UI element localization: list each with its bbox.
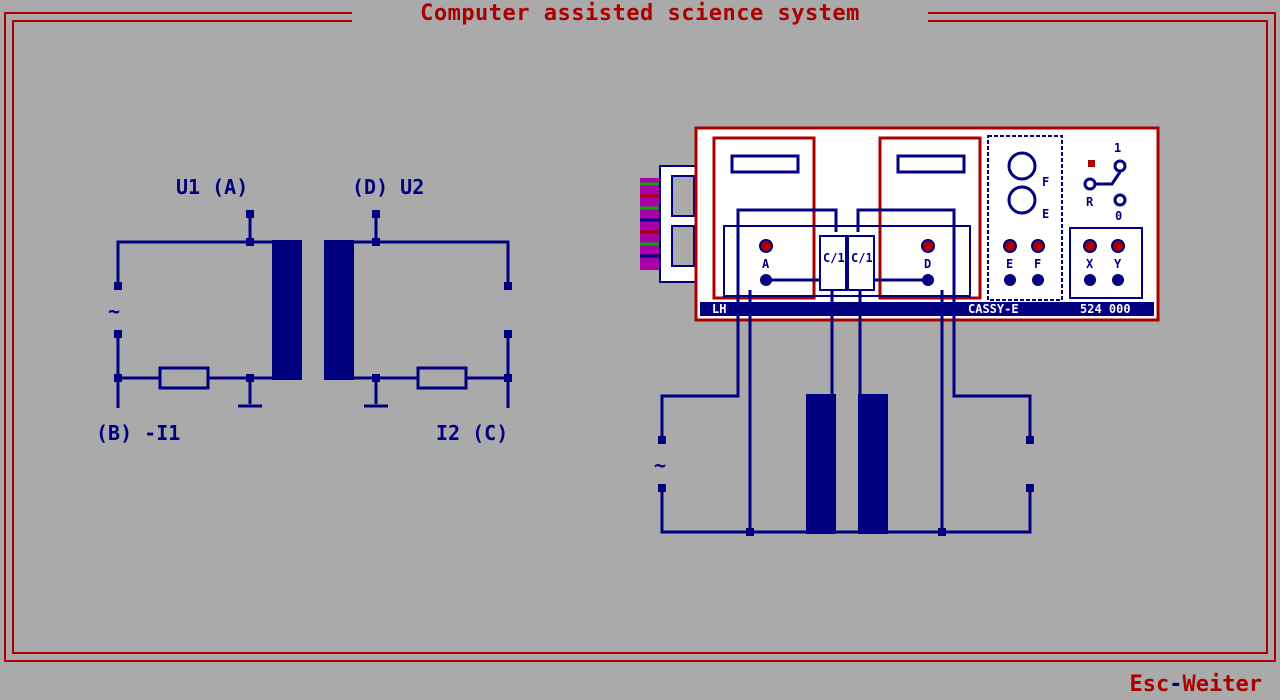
wire-common-bottom	[660, 488, 1032, 534]
u1-label: U1 (A)	[176, 175, 248, 199]
continue-action-label: Weiter	[1182, 672, 1262, 697]
ribbon-cable	[640, 165, 697, 283]
socket-a-ground[interactable]	[760, 274, 772, 286]
socket-y-label: Y	[1114, 257, 1122, 271]
socket-e-red[interactable]	[1003, 239, 1017, 253]
resistor-primary	[158, 366, 210, 390]
socket-a-label: A	[762, 257, 770, 271]
socket-d-red[interactable]	[921, 239, 935, 253]
socket-x-ground[interactable]	[1084, 274, 1096, 286]
socket-e-ground[interactable]	[1004, 274, 1016, 286]
primary-coil	[272, 240, 302, 380]
socket-f-red[interactable]	[1031, 239, 1045, 253]
primary-top-wire	[116, 240, 272, 286]
relay-1[interactable]	[1113, 159, 1127, 173]
secondary-top-wire	[354, 240, 510, 286]
port-f-label: F	[1042, 175, 1049, 189]
transformer-secondary-coil	[858, 394, 888, 534]
socket-f-ground[interactable]	[1032, 274, 1044, 286]
resistor-secondary	[416, 366, 468, 390]
socket-y-ground[interactable]	[1112, 274, 1124, 286]
u2-label: (D) U2	[352, 175, 424, 199]
relay-1-label: 1	[1114, 141, 1121, 155]
socket-d-ground[interactable]	[922, 274, 934, 286]
transformer-schematic: U1 (A) (D) U2 (B) -I1 I2 (C) ~	[96, 175, 512, 445]
socket-e-label: E	[1006, 257, 1013, 271]
relay-0-label: 0	[1115, 209, 1122, 223]
io-column-ef	[987, 135, 1063, 301]
ac-source-symbol: ~	[108, 299, 120, 323]
wire-load-top	[952, 300, 1032, 440]
probe-left	[819, 235, 847, 291]
port-e-label: E	[1042, 207, 1049, 221]
input-box-right	[878, 136, 982, 300]
cassy-model-label: CASSY-E	[968, 302, 1019, 316]
probe-right	[847, 235, 875, 291]
socket-y-red[interactable]	[1111, 239, 1125, 253]
socket-x-label: X	[1086, 257, 1094, 271]
cassy-label-strip	[700, 302, 1154, 316]
i1-label: (B) -I1	[96, 421, 180, 445]
i2-label: I2 (C)	[436, 421, 508, 445]
footer-hint[interactable]: Esc-Weiter	[1130, 672, 1262, 698]
relay-0[interactable]	[1113, 193, 1127, 207]
wire-source-top	[660, 300, 740, 440]
probe-right-label: C/1	[851, 251, 873, 265]
relay-r-label: R	[1086, 195, 1094, 209]
socket-d-label: D	[924, 257, 931, 271]
port-e[interactable]	[1007, 185, 1037, 215]
window-title: Computer assisted science system	[352, 0, 928, 28]
cassy-device: C/1 C/1 A D F E E F	[640, 126, 1160, 322]
socket-x-red[interactable]	[1083, 239, 1097, 253]
xy-box	[1069, 227, 1143, 299]
esc-key-label: Esc	[1129, 672, 1170, 697]
socket-f-label: F	[1034, 257, 1041, 271]
cassy-left-label: LH	[712, 302, 726, 316]
relay-led	[1088, 160, 1095, 167]
input-box-left	[712, 136, 816, 300]
wiring-ac-symbol: ~	[654, 453, 666, 477]
transformer-primary-coil	[806, 394, 836, 534]
probe-left-label: C/1	[823, 251, 845, 265]
port-f[interactable]	[1007, 151, 1037, 181]
experiment-wiring: ~	[654, 290, 1034, 536]
footer-separator: -	[1169, 672, 1183, 697]
relay-r[interactable]	[1083, 177, 1097, 191]
cassy-part-number: 524 000	[1080, 302, 1131, 316]
secondary-coil	[324, 240, 354, 380]
sub-d-connector-left[interactable]	[730, 154, 800, 174]
socket-a-red[interactable]	[759, 239, 773, 253]
cassy-panel	[694, 126, 1160, 322]
sub-d-connector-right[interactable]	[896, 154, 966, 174]
